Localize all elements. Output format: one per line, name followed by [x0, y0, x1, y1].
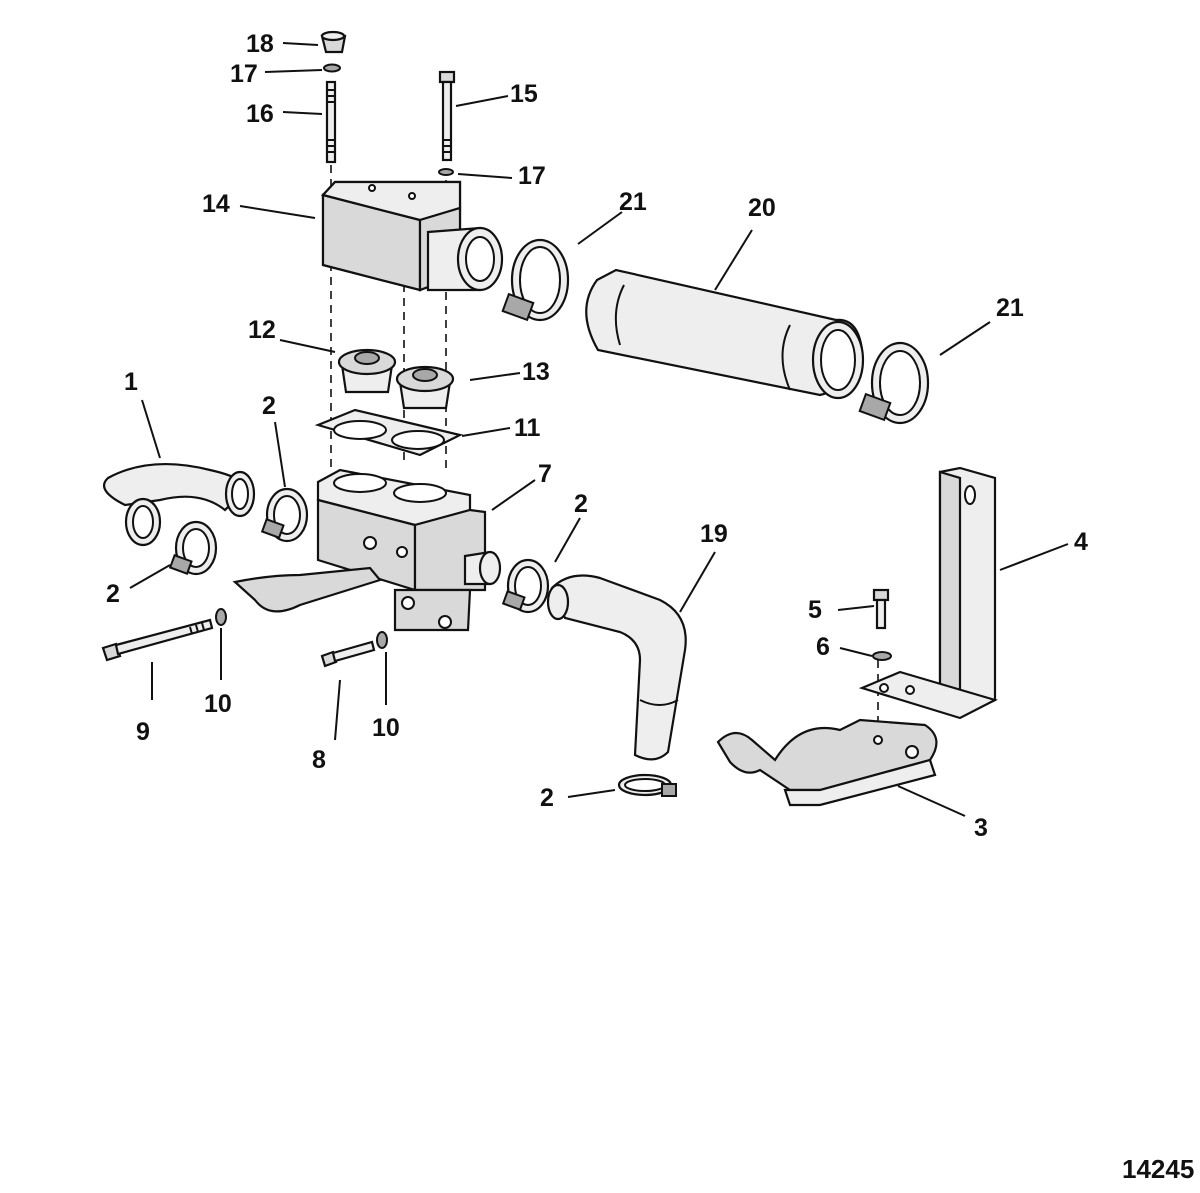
part-3-lower-bracket: [716, 718, 938, 807]
part-13-thermostat: [395, 365, 455, 410]
callout-2-left: 2: [106, 580, 120, 608]
callout-9: 9: [136, 718, 150, 746]
callout-10-right: 10: [372, 714, 400, 742]
callout-2-bottom: 2: [540, 784, 554, 812]
part-14-thermostat-housing: [320, 180, 504, 292]
part-21-hose-clamp-2: [858, 341, 930, 425]
part-2-hose-clamp-d: [617, 773, 677, 797]
part-10-washer-a: [215, 608, 227, 626]
part-4-bracket: [858, 466, 998, 720]
part-18-cap-nut: [320, 30, 347, 54]
callout-2-upper: 2: [262, 392, 276, 420]
callout-16: 16: [246, 100, 274, 128]
part-6-washer: [872, 651, 892, 661]
callout-13: 13: [522, 358, 550, 386]
callout-20: 20: [748, 194, 776, 222]
part-12-thermostat: [337, 348, 397, 394]
callout-17-top: 17: [230, 60, 258, 88]
callout-5: 5: [808, 596, 822, 624]
part-9-bolt: [101, 618, 214, 662]
part-1-u-hose: [103, 463, 256, 547]
callout-18: 18: [246, 30, 274, 58]
part-15-bolt: [438, 70, 456, 162]
part-7-housing-base: [232, 468, 502, 632]
part-11-gasket: [314, 408, 464, 457]
callout-labels: 18 17 16 15 17 14 21 20 21 12 13 1 2 11 …: [106, 30, 1194, 1184]
callout-11: 11: [514, 414, 541, 442]
callout-3: 3: [974, 814, 988, 842]
callout-2-right: 2: [574, 490, 588, 518]
callout-8: 8: [312, 746, 326, 774]
callout-21-left: 21: [619, 188, 647, 216]
callout-6: 6: [816, 633, 830, 661]
part-16-stud: [325, 80, 337, 164]
figure-number: 14245: [1122, 1154, 1194, 1184]
part-20-hose: [585, 268, 865, 400]
part-19-elbow-hose: [546, 574, 687, 761]
callout-1: 1: [124, 368, 138, 396]
part-10-washer-b: [376, 631, 388, 649]
callout-21-right: 21: [996, 294, 1024, 322]
part-8-bolt: [320, 640, 376, 668]
callout-15: 15: [510, 80, 538, 108]
callout-14: 14: [202, 190, 230, 218]
part-2-hose-clamp-c: [501, 558, 550, 614]
part-5-screw: [872, 588, 890, 630]
part-17-washer-top: [323, 63, 341, 73]
callout-10-left: 10: [204, 690, 232, 718]
part-2-hose-clamp-b: [168, 520, 218, 576]
part-17-washer: [438, 168, 454, 176]
callout-12: 12: [248, 316, 276, 344]
part-21-hose-clamp: [501, 238, 570, 322]
callout-4: 4: [1074, 528, 1088, 556]
callout-17: 17: [518, 162, 546, 190]
callout-19: 19: [700, 520, 728, 548]
leader-lines: [129, 42, 1069, 817]
callout-7: 7: [538, 460, 552, 488]
part-2-hose-clamp-a: [260, 487, 309, 543]
